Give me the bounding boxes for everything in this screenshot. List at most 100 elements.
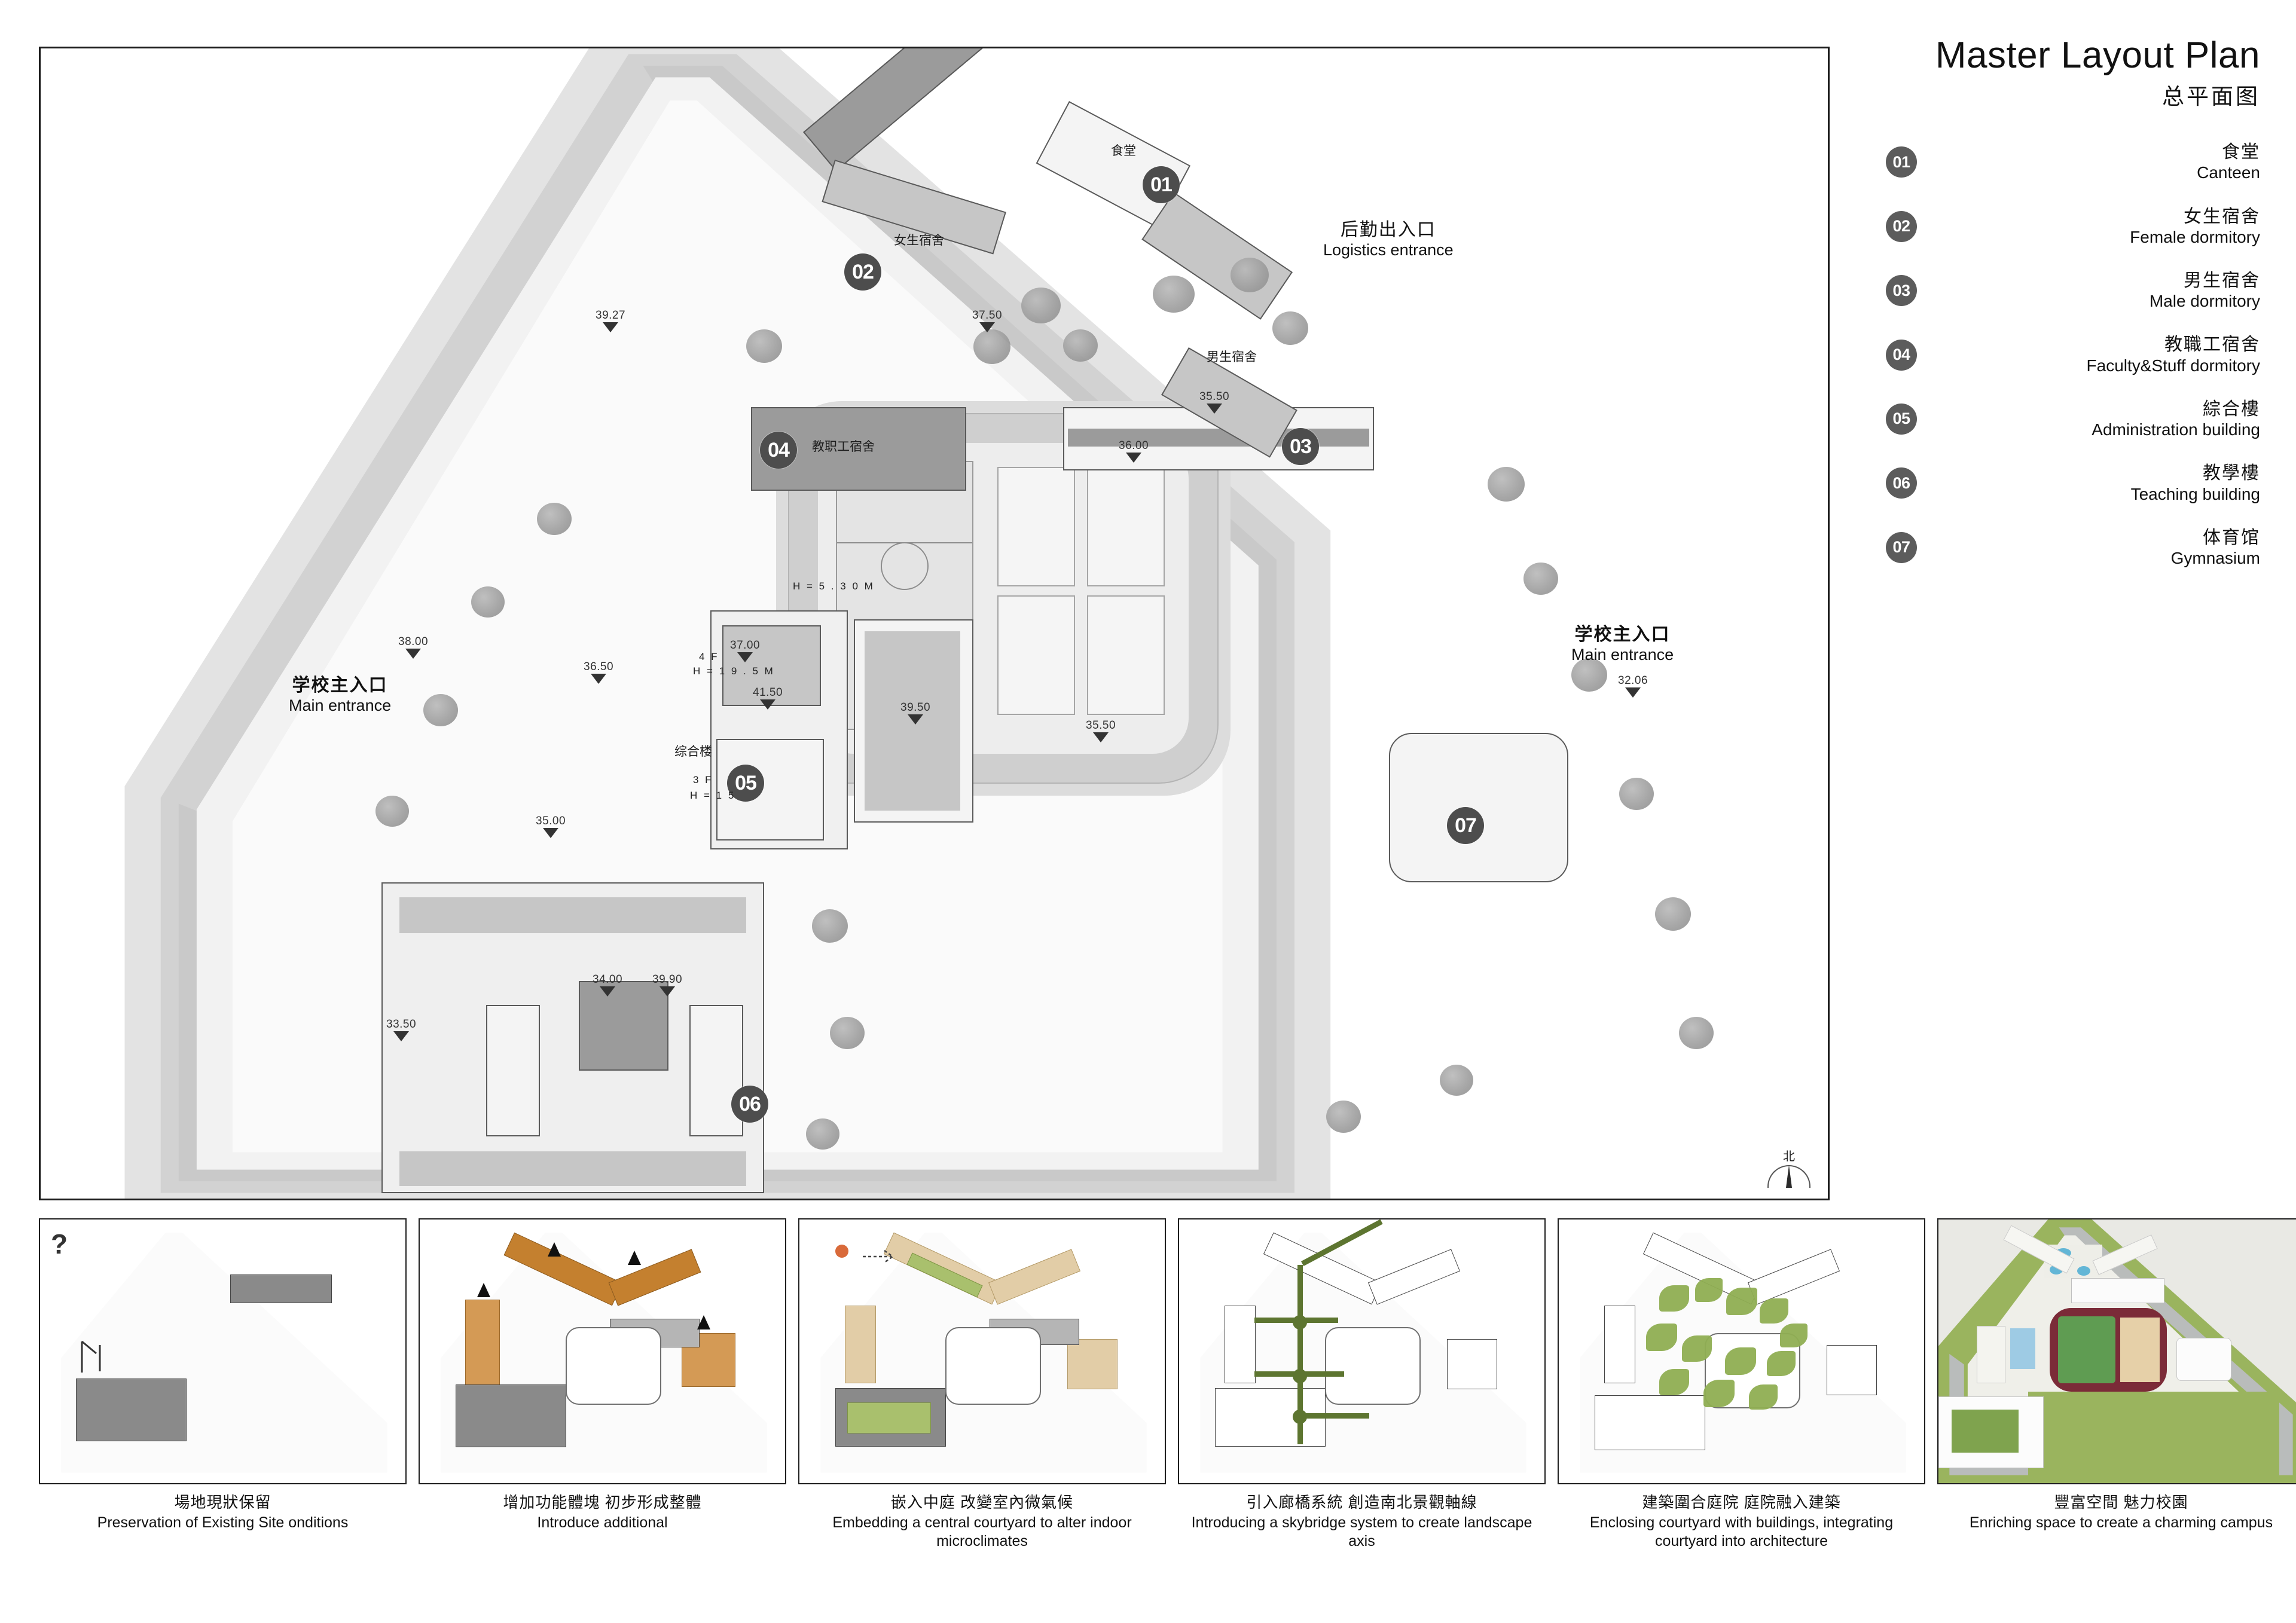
height-tag-h530: H = 5 . 3 0 M (793, 580, 875, 592)
existing-block-b (76, 1379, 187, 1441)
legend-item-03[interactable]: 03 男生宿舍 Male dormitory (1871, 270, 2266, 311)
building-06-court-b (689, 1005, 743, 1136)
concept-caption-6-cn: 豐富空間 魅力校園 (2054, 1493, 2188, 1511)
courtyard-foliage (1659, 1285, 1689, 1312)
courtyard-foliage (1780, 1324, 1808, 1347)
concept-caption-1-en: Preservation of Existing Site onditions (97, 1514, 349, 1531)
render-gym (2176, 1338, 2231, 1381)
building-06-core (579, 981, 668, 1071)
legend-item-02[interactable]: 02 女生宿舍 Female dormitory (1871, 206, 2266, 247)
elevation-triangle-icon (591, 674, 607, 684)
mass-northeast (1367, 1249, 1461, 1305)
map-marker-07[interactable]: 07 (1447, 807, 1484, 844)
final-rendered-plan (1938, 1219, 2296, 1483)
legend-text-05: 綜合樓 Administration building (2092, 399, 2266, 439)
basketball-courts (997, 467, 1171, 724)
field-outline (566, 1327, 661, 1405)
tree (471, 586, 505, 618)
concept-caption-5-en: Enclosing courtyard with buildings, inte… (1589, 1514, 1894, 1549)
legend-title-en: Master Layout Plan (1935, 35, 2260, 76)
legend-item-06[interactable]: 06 教學樓 Teaching building (1871, 463, 2266, 503)
courtyard-foliage (1682, 1335, 1712, 1362)
building-06-wing-a (399, 897, 746, 933)
tree (1655, 897, 1691, 931)
elevation-marker: 35.00 (536, 815, 566, 838)
entrance-logistics-cn: 后勤出入口 (1340, 220, 1436, 240)
question-mark-icon: ? (51, 1228, 68, 1260)
map-marker-06[interactable]: 06 (731, 1086, 768, 1123)
legend-list: 01 食堂 Canteen 02 女生宿舍 Female dormitory 0… (1871, 142, 2266, 568)
courtyard-foliage (1646, 1324, 1677, 1351)
map-marker-04[interactable]: 04 (760, 432, 797, 469)
elevation-marker: 34.00 (593, 973, 622, 997)
plan-canvas: 北 (41, 48, 1828, 1199)
elevation-value: 34.00 (593, 973, 623, 986)
map-marker-03[interactable]: 03 (1282, 428, 1319, 465)
legend-item-05[interactable]: 05 綜合樓 Administration building (1871, 399, 2266, 439)
new-mass-northeast (608, 1249, 701, 1306)
legend-cn-01: 食堂 (2222, 142, 2260, 163)
tree (1619, 778, 1654, 810)
concept-cell-1: ? 場地現狀保留 Preservation of Existing Site o… (39, 1218, 407, 1577)
legend-text-04: 教職工宿舍 Faculty&Stuff dormitory (2087, 334, 2266, 375)
concept-caption-4: 引入廊橋系統 創造南北景觀軸線 Introducing a skybridge … (1178, 1493, 1546, 1551)
legend-badge-02: 02 (1886, 210, 1917, 242)
elevation-marker: 36.00 (1119, 439, 1149, 463)
courtyard-foliage (1760, 1298, 1788, 1324)
elevation-marker: 32.06 (1618, 674, 1648, 698)
legend-badge-04: 04 (1886, 339, 1917, 371)
concept-caption-2-cn: 增加功能體塊 初步形成整體 (503, 1493, 702, 1511)
mass-west (1225, 1306, 1256, 1383)
legend-badge-05: 05 (1886, 403, 1917, 435)
concept-frame-4 (1178, 1218, 1546, 1484)
render-pool (2010, 1328, 2035, 1369)
existing-block-b (456, 1384, 566, 1447)
building-07-gymnasium (1389, 733, 1568, 882)
concept-cell-6: 豐富空間 魅力校園 Enriching space to create a ch… (1937, 1218, 2296, 1577)
entrance-main-east-cn: 学校主入口 (1574, 625, 1671, 644)
courtyard-foliage (1725, 1347, 1756, 1375)
elevation-value: 32.06 (1618, 674, 1648, 687)
legend-item-04[interactable]: 04 教職工宿舍 Faculty&Stuff dormitory (1871, 334, 2266, 375)
map-marker-05[interactable]: 05 (727, 765, 764, 802)
elevation-triangle-icon (737, 652, 753, 662)
concept-diagram-strip: ? 場地現狀保留 Preservation of Existing Site o… (39, 1218, 2296, 1577)
elevation-marker: 38.00 (398, 635, 428, 659)
north-needle (1786, 1165, 1792, 1188)
mass-west (1604, 1306, 1635, 1383)
elevation-value: 37.00 (730, 639, 761, 652)
building-05-core (722, 625, 821, 706)
concept-caption-4-cn: 引入廊橋系統 創造南北景觀軸線 (1246, 1493, 1477, 1511)
elevation-marker: 33.50 (386, 1018, 416, 1041)
legend-text-02: 女生宿舍 Female dormitory (2130, 206, 2266, 247)
entrance-main-east-en: Main entrance (1571, 646, 1674, 664)
elevation-triangle-icon (603, 322, 619, 332)
map-marker-02[interactable]: 02 (844, 253, 881, 291)
elevation-triangle-icon (908, 714, 924, 725)
building-06-court (486, 1005, 540, 1136)
tree (1488, 467, 1525, 502)
elevation-marker: 41.50 (753, 686, 783, 710)
render-water-feature (2077, 1266, 2090, 1276)
concept-site-1: ? (51, 1228, 398, 1478)
legend-cn-04: 教職工宿舍 (2164, 335, 2260, 355)
concept-frame-2 (419, 1218, 786, 1484)
map-marker-01[interactable]: 01 (1143, 166, 1180, 203)
elevation-triangle-icon (405, 649, 422, 659)
legend-item-07[interactable]: 07 体育馆 Gymnasium (1871, 527, 2266, 568)
map-label-admin: 综合楼 (674, 745, 712, 759)
wind-arrow-icon (863, 1249, 894, 1264)
legend-en-07: Gymnasium (2170, 549, 2260, 568)
new-mass-west (465, 1300, 500, 1389)
legend-badge-07: 07 (1886, 531, 1917, 563)
north-label: 北 (1783, 1150, 1795, 1163)
concept-caption-4-en: Introducing a skybridge system to create… (1191, 1514, 1532, 1549)
elevation-marker: 35.50 (1086, 719, 1116, 742)
tree (1571, 658, 1607, 692)
elevation-triangle-icon (1093, 732, 1109, 742)
legend-cn-06: 教學樓 (2203, 463, 2260, 484)
legend-badge-06: 06 (1886, 467, 1917, 499)
legend-item-01[interactable]: 01 食堂 Canteen (1871, 142, 2266, 182)
elevation-value: 37.50 (972, 309, 1003, 322)
